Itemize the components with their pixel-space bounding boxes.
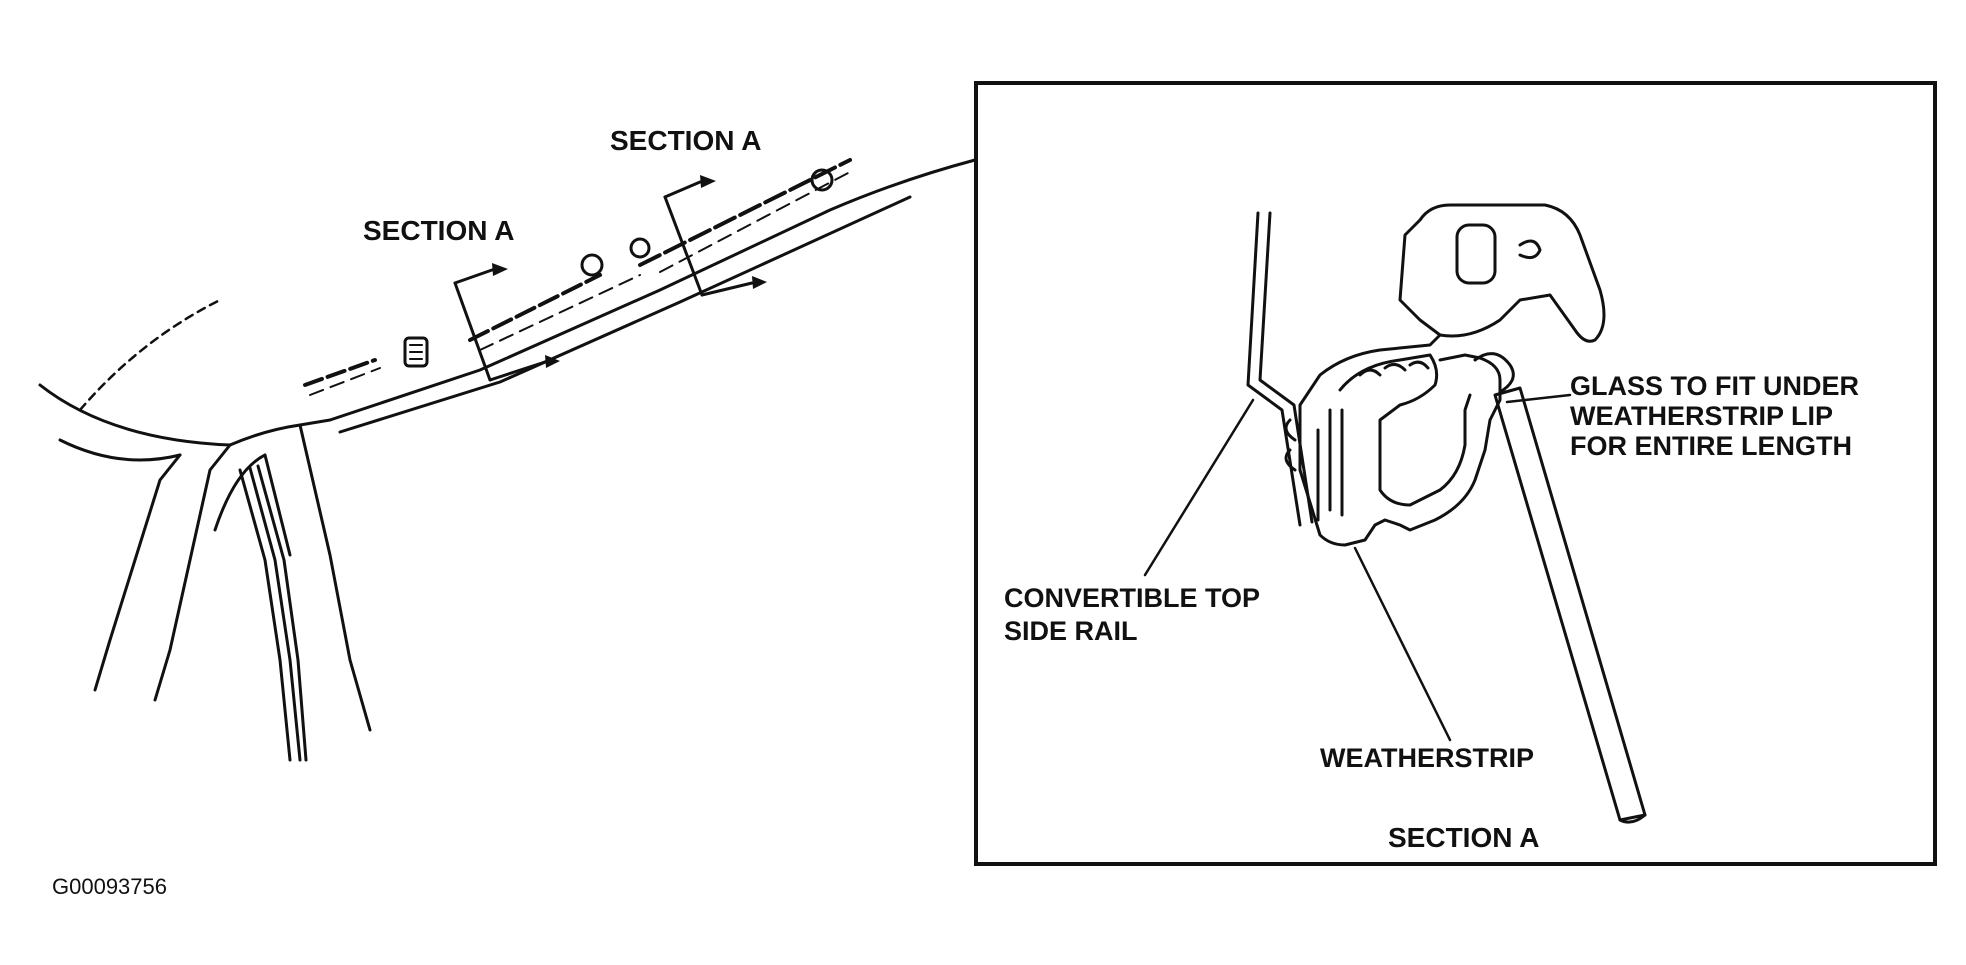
weatherstrip-leader — [1353, 546, 1452, 742]
callout-leaders — [1143, 393, 1572, 742]
callout-glass-line3: FOR ENTIRE LENGTH — [1570, 431, 1852, 461]
callout-side-rail-line2: SIDE RAIL — [1004, 616, 1138, 646]
callout-glass-line2: WEATHERSTRIP LIP — [1570, 401, 1833, 431]
side-rail-leader — [1143, 398, 1255, 577]
overview-vehicle-illustration — [38, 158, 977, 762]
figure-id: G00093756 — [52, 874, 167, 899]
callout-side-rail-line1: CONVERTIBLE TOP — [1004, 583, 1260, 613]
callout-glass-line1: GLASS TO FIT UNDER — [1570, 371, 1859, 401]
overview-section-label-upper: SECTION A — [610, 125, 761, 156]
callout-weatherstrip: WEATHERSTRIP — [1320, 743, 1534, 773]
detail-frame — [974, 81, 1937, 866]
detail-section-title: SECTION A — [1388, 822, 1539, 853]
section-arrowheads — [492, 175, 767, 368]
section-a-cross-section — [1246, 203, 1647, 824]
overview-section-label-lower: SECTION A — [363, 215, 514, 246]
glass-leader — [1505, 393, 1572, 404]
